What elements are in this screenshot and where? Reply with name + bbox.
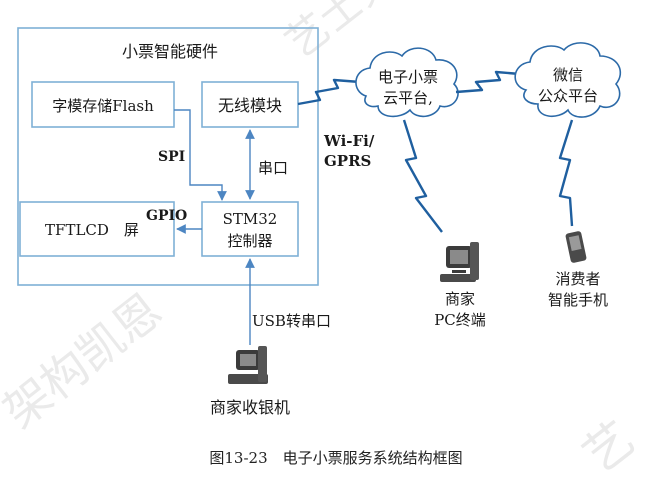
- smartphone-icon: [565, 231, 587, 263]
- pc-label-2: PC终端: [434, 311, 486, 329]
- wechat-label-2: 公众平台: [538, 87, 598, 105]
- platform-pc-bolt: [402, 119, 443, 233]
- serial-label: 串口: [258, 159, 288, 177]
- pc-label-1: 商家: [445, 290, 475, 308]
- platform-wechat-bolt: [455, 70, 521, 94]
- figure-caption: 图13-23 电子小票服务系统结构框图: [209, 449, 462, 467]
- spi-label: SPI: [158, 149, 185, 165]
- wechat-phone-bolt: [558, 119, 574, 227]
- gpio-label: GPIO: [146, 208, 187, 224]
- wireless-module-box: [201, 81, 299, 128]
- wireless-module-label: 无线模块: [218, 96, 282, 115]
- flash-module-box: [31, 81, 175, 128]
- platform-cloud: [355, 47, 459, 118]
- phone-label-2: 智能手机: [548, 291, 608, 309]
- lcd-module-label: TFTLCD 屏: [45, 221, 139, 239]
- stm32-module-box: [201, 201, 299, 257]
- platform-label-2: 云平台,: [383, 89, 433, 107]
- platform-label-1: 电子小票: [378, 68, 438, 86]
- cashier-register-icon: [228, 346, 268, 384]
- wifi-label-2: GPRS: [324, 152, 371, 170]
- phone-label-1: 消费者: [555, 270, 600, 288]
- flash-module-label: 字模存储Flash: [52, 97, 154, 115]
- wechat-label-1: 微信: [553, 66, 583, 84]
- watermark-c: 艺: [573, 411, 645, 485]
- watermark-b: 架构凯恩: [0, 283, 172, 439]
- stm32-module-label-2: 控制器: [227, 232, 272, 250]
- pc-terminal-icon: [440, 242, 479, 282]
- lcd-module-box: [19, 201, 175, 257]
- wechat-cloud: [514, 42, 622, 118]
- usb-label: USB转串口: [252, 312, 331, 330]
- wifi-bolt: [297, 78, 361, 106]
- stm32-module-label-1: STM32: [223, 210, 278, 228]
- hardware-group-title: 小票智能硬件: [122, 42, 218, 61]
- cashier-label: 商家收银机: [210, 398, 290, 417]
- wifi-label-1: Wi-Fi/: [323, 132, 375, 150]
- hardware-group-box: [17, 27, 319, 286]
- spi-connector: [174, 109, 227, 201]
